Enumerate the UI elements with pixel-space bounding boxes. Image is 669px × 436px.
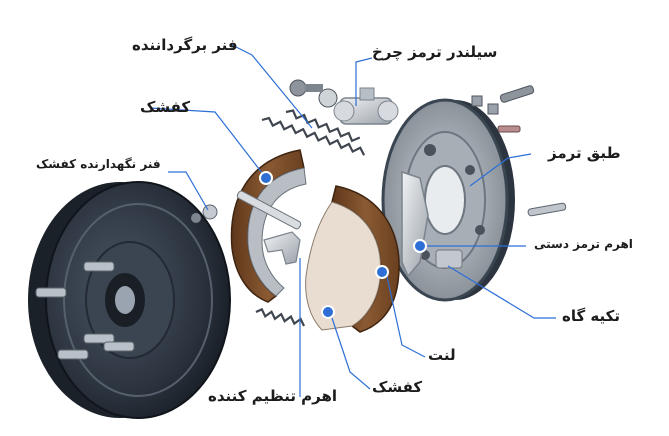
anchor-block-shape (435, 249, 463, 269)
label-return-spring: فنر برگرداننده (132, 36, 238, 54)
backing-plate (381, 98, 515, 302)
wheel-studs (35, 261, 135, 360)
wheel-cylinder (333, 87, 399, 125)
return-springs (255, 109, 366, 327)
label-backing-plate: طبق ترمز (548, 144, 621, 162)
label-adjuster-lever: اهرم تنظیم کننده (208, 387, 338, 405)
label-hold-down-spring: فنر نگهدارنده کفشک (36, 157, 161, 171)
markers (259, 171, 427, 319)
bleeder-parts (289, 79, 567, 217)
label-parking-brake-lever: اهرم ترمز دستی (534, 237, 633, 251)
label-shoe-bottom: کفشک (372, 378, 423, 396)
label-shoe-top: کفشک (140, 98, 191, 116)
brake-shoe-left (230, 149, 307, 303)
label-anchor: تکیه گاه (562, 307, 621, 325)
label-lining: لنت (428, 346, 456, 364)
adjuster-lever-shape (263, 231, 301, 265)
label-wheel-cylinder: سیلندر ترمز چرخ (372, 43, 498, 61)
brake-drum (28, 181, 231, 419)
brake-shoe-right (305, 185, 400, 333)
leader-lines (149, 44, 556, 397)
